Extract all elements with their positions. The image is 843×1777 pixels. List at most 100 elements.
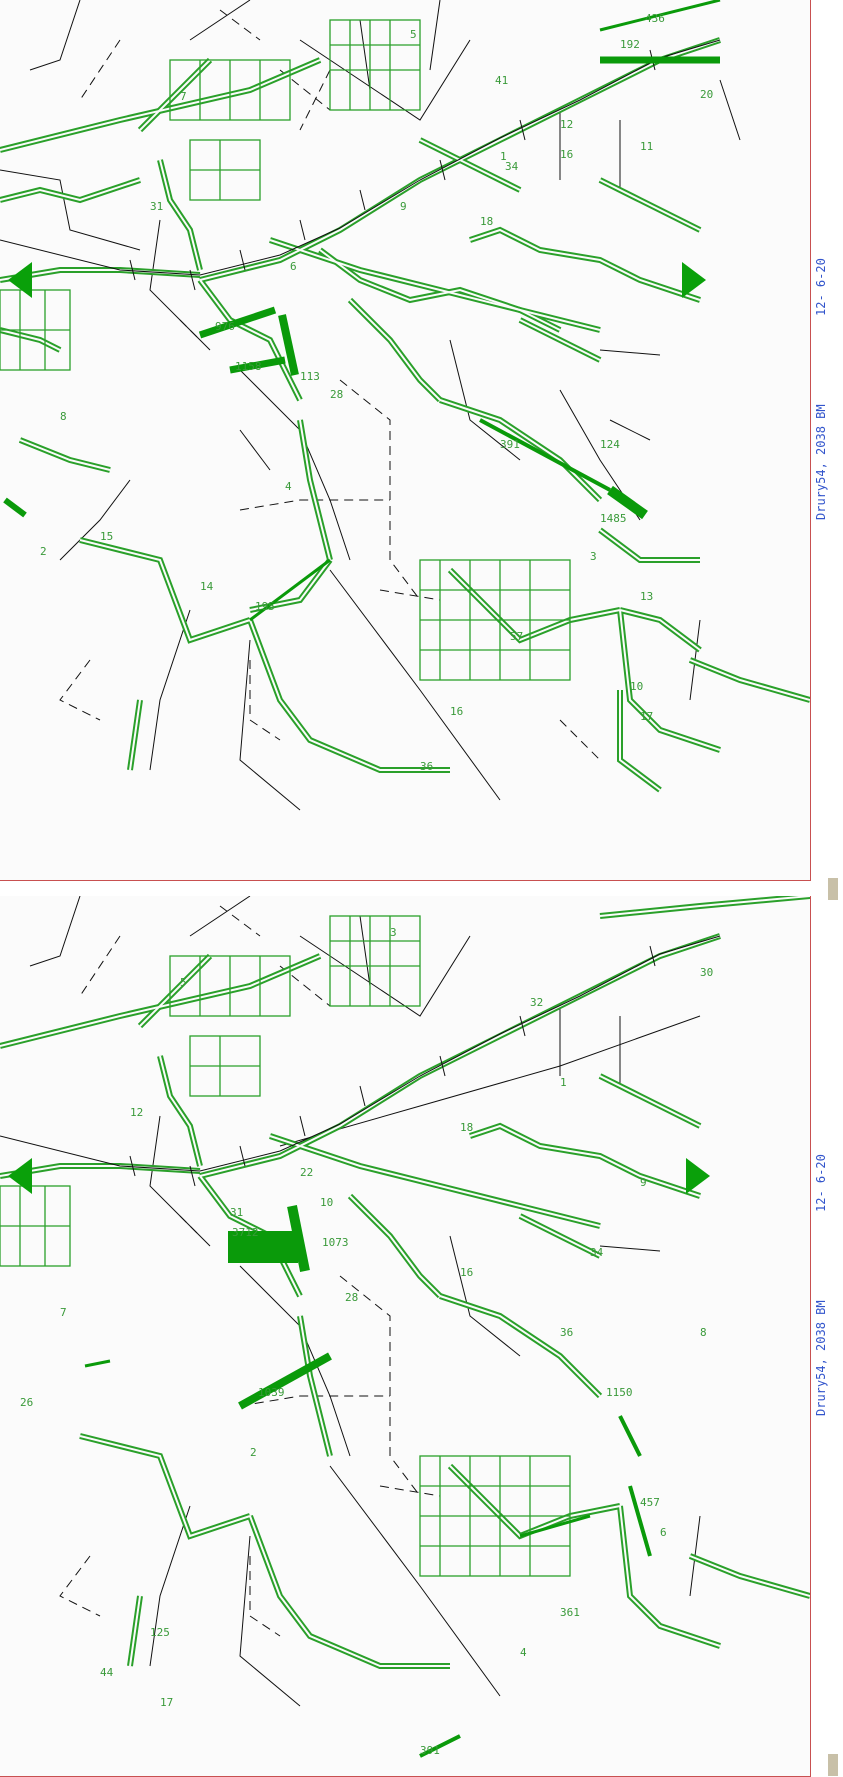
map-panel-top[interactable]: 436 192 41 34 12 11 16 20 9 18 17 57 13 …: [0, 0, 811, 881]
link-label: 1039: [258, 1386, 285, 1399]
link-label: 195: [255, 600, 275, 613]
link-label: 12: [560, 118, 573, 131]
link-label: 3: [390, 926, 397, 939]
link-label: 6: [660, 1526, 667, 1539]
north-arrow-icon: [8, 1158, 32, 1194]
link-label: 44: [100, 1666, 114, 1679]
link-label: 436: [645, 12, 665, 25]
link-label: 28: [345, 1291, 358, 1304]
links-inner: [0, 39, 810, 791]
link-label: 5: [410, 28, 417, 41]
link-label: 16: [560, 148, 573, 161]
link-label: 9: [640, 1176, 647, 1189]
link-label: 10: [320, 1196, 333, 1209]
link-label: 8: [60, 410, 67, 423]
link-label: 32: [530, 996, 543, 1009]
link-label: 5: [180, 976, 187, 989]
date-caption: 12- 6-20: [814, 1154, 828, 1212]
link-label: 31: [230, 1206, 243, 1219]
map-panel-bottom[interactable]: 30 32 1 18 22 10 12 3712 1073 28 1039 12…: [0, 896, 811, 1777]
scenario-caption: Drury54, 2038 BM: [814, 1300, 828, 1416]
link-label: 1485: [600, 512, 627, 525]
link-label: 7: [180, 90, 187, 103]
network-map-bottom[interactable]: 30 32 1 18 22 10 12 3712 1073 28 1039 12…: [0, 896, 810, 1776]
link-label: 4: [285, 480, 292, 493]
link-label: 20: [700, 88, 713, 101]
link-label: 457: [640, 1496, 660, 1509]
main-corridor: [0, 935, 721, 1187]
link-label: 15: [100, 530, 113, 543]
link-label: 16: [450, 705, 463, 718]
link-label: 8: [700, 1326, 707, 1339]
link-label: 1158: [235, 360, 262, 373]
panel-splitter-handle[interactable]: [828, 878, 838, 900]
link-label: 4: [520, 1646, 527, 1659]
bold-volume-links: [84, 1205, 652, 1758]
scenario-caption: Drury54, 2038 BM: [814, 404, 828, 520]
link-label: 57: [510, 630, 523, 643]
caption-strip-bottom: Drury54, 2038 BM 12- 6-20: [812, 896, 843, 1776]
link-label: 3712: [232, 1226, 259, 1239]
link-label: 34: [590, 1246, 604, 1259]
link-label: 3: [590, 550, 597, 563]
town-grid-south: [419, 1455, 571, 1577]
caption-strip-top: Drury54, 2038 BM 12- 6-20: [812, 0, 843, 880]
local-streets: [29, 896, 701, 1707]
link-label: 1150: [606, 1386, 633, 1399]
link-label: 13: [640, 590, 653, 603]
link-label: 1: [560, 1076, 567, 1089]
local-streets: [0, 0, 741, 811]
link-label: 18: [480, 215, 493, 228]
date-caption: 12- 6-20: [814, 258, 828, 316]
link-label: 361: [560, 1606, 580, 1619]
main-corridor: [0, 39, 721, 291]
link-label: 7: [60, 1306, 67, 1319]
link-label: 6: [290, 260, 297, 273]
south-arrow-icon: [686, 1158, 710, 1194]
link-label: 28: [330, 388, 343, 401]
link-label: 1073: [322, 1236, 349, 1249]
link-label: 124: [600, 438, 620, 451]
link-label: 17: [160, 1696, 173, 1709]
link-label: 34: [505, 160, 519, 173]
town-grid-north: [0, 19, 421, 371]
link-label: 2: [250, 1446, 257, 1459]
links-outline: [0, 896, 810, 1669]
link-labels: 436 192 41 34 12 11 16 20 9 18 17 57 13 …: [40, 12, 713, 773]
town-grid-north: [0, 915, 421, 1267]
link-label: 113: [300, 370, 320, 383]
link-label: 125: [150, 1626, 170, 1639]
link-label: 976: [215, 320, 235, 333]
link-label: 12: [130, 1106, 143, 1119]
network-map-top[interactable]: 436 192 41 34 12 11 16 20 9 18 17 57 13 …: [0, 0, 810, 880]
link-label: 391: [420, 1744, 440, 1757]
link-label: 18: [460, 1121, 473, 1134]
link-label: 31: [150, 200, 163, 213]
link-label: 192: [620, 38, 640, 51]
link-label: 14: [200, 580, 214, 593]
link-label: 16: [460, 1266, 473, 1279]
link-label: 36: [560, 1326, 573, 1339]
link-label: 30: [700, 966, 713, 979]
panel-splitter-handle[interactable]: [828, 1754, 838, 1776]
link-label: 36: [420, 760, 433, 773]
link-label: 26: [20, 1396, 33, 1409]
links-outline: [0, 37, 810, 793]
link-labels: 30 32 1 18 22 10 12 3712 1073 28 1039 12…: [20, 926, 713, 1757]
link-label: 10: [630, 680, 643, 693]
link-label: 17: [640, 710, 653, 723]
link-label: 2: [40, 545, 47, 558]
link-label: 22: [300, 1166, 313, 1179]
centroid-connectors: [59, 905, 441, 1637]
centroid-connectors: [59, 9, 601, 761]
south-arrow-icon: [682, 262, 706, 298]
bold-volume-links: [3, 0, 721, 622]
link-label: 11: [640, 140, 653, 153]
north-arrow-icon: [8, 262, 32, 298]
links-inner: [0, 896, 810, 1667]
link-label: 41: [495, 74, 508, 87]
link-label: 391: [500, 438, 520, 451]
link-label: 9: [400, 200, 407, 213]
town-grid-south: [419, 559, 571, 681]
link-label: 1: [500, 150, 507, 163]
